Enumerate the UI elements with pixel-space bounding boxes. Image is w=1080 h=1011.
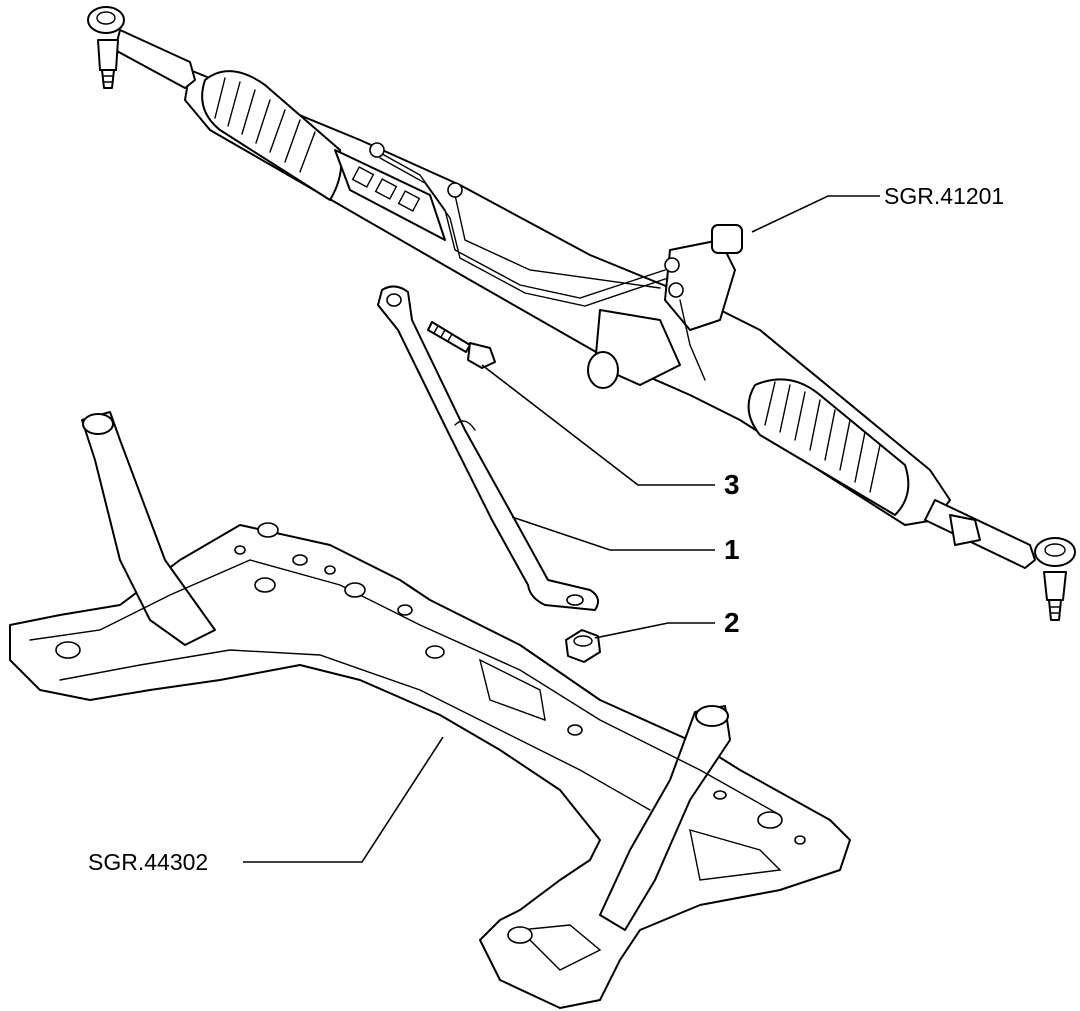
left-bellows — [201, 70, 343, 201]
leader-callout-1 — [511, 516, 715, 551]
pinion-housing — [587, 224, 743, 389]
leader-sgr-44302 — [243, 736, 444, 863]
callout-number-1: 1 — [724, 534, 740, 565]
right-tie-rod — [924, 499, 1076, 621]
subframe-assembly — [9, 411, 851, 1009]
rack-mid-section — [334, 149, 446, 241]
ref-label-steering-rack: SGR.41201 — [884, 183, 1004, 209]
callout-number-3: 3 — [724, 469, 740, 500]
steering-rack-assembly — [87, 6, 1076, 621]
nut-part-2 — [565, 629, 601, 663]
ref-label-subframe: SGR.44302 — [88, 849, 208, 875]
support-bracket-part-1 — [377, 285, 600, 611]
subframe-body — [9, 524, 851, 1009]
left-tie-rod — [87, 6, 196, 89]
leader-lines — [243, 195, 880, 863]
leader-callout-2 — [594, 622, 715, 639]
callout-number-2: 2 — [724, 607, 740, 638]
leader-callout-3 — [481, 364, 715, 486]
bolt-part-3 — [427, 321, 496, 369]
left-tower — [81, 411, 216, 646]
right-tower — [599, 705, 731, 931]
leader-sgr-41201 — [751, 195, 880, 233]
hydraulic-pipes — [369, 142, 706, 381]
right-bellows — [747, 378, 910, 516]
